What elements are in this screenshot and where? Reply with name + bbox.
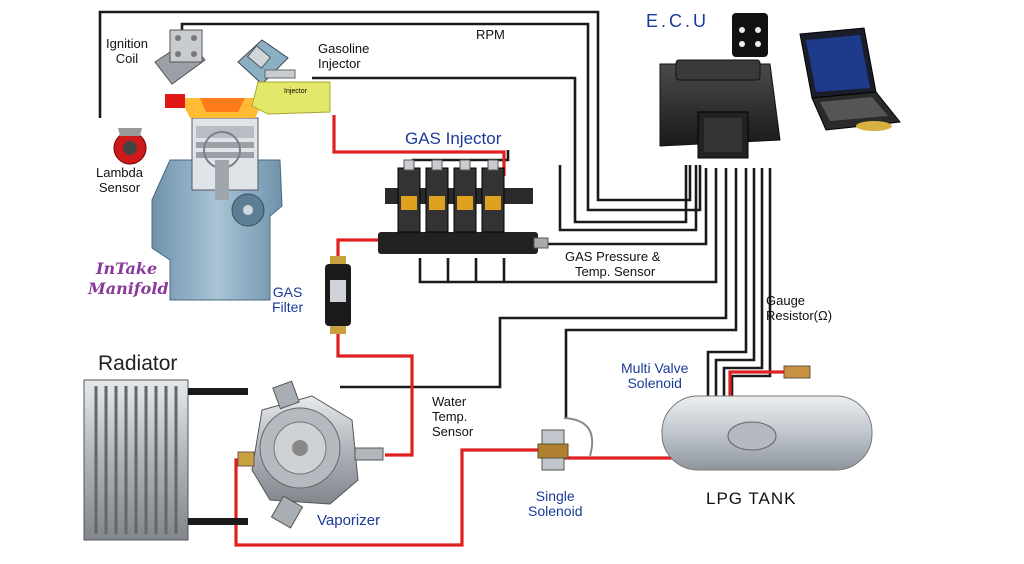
- label-single-solenoid-line2: Solenoid: [528, 503, 583, 519]
- label-gasoline-line1: Gasoline: [318, 41, 370, 56]
- label-water-line1: Water: [432, 394, 467, 409]
- water-temp-wire: [340, 168, 728, 389]
- label-multi-valve-line1: Multi Valve: [621, 360, 689, 376]
- label-ignition-coil-line2: Coil: [115, 51, 139, 66]
- pressure-sensor-wire: [545, 168, 708, 246]
- radiator-illustration: [83, 379, 248, 541]
- line-injector-to-manifold: [332, 115, 506, 176]
- label-intake-line1: InTake: [96, 259, 158, 278]
- label-ignition-coil: Ignition Coil: [106, 36, 148, 66]
- label-lambda-line2: Sensor: [98, 180, 141, 195]
- label-gas-pressure-line1: GAS Pressure &: [565, 249, 661, 264]
- rpm-wire: [98, 10, 692, 202]
- label-vaporizer: Vaporizer: [317, 512, 381, 529]
- label-multi-valve: Multi Valve Solenoid: [621, 361, 688, 391]
- label-gas-filter-line2: Filter: [272, 299, 304, 315]
- label-water-temp: Water Temp. Sensor: [432, 394, 473, 439]
- tank-wire-1: [706, 168, 748, 430]
- label-radiator: Radiator: [98, 352, 178, 375]
- laptop-illustration: [799, 27, 901, 131]
- label-gas-injector: GAS Injector: [405, 129, 502, 148]
- label-gauge-line2: Resistor(Ω): [766, 308, 833, 323]
- label-intake-manifold: InTake Manifold: [88, 259, 169, 299]
- line-filter-to-vaporizer: [336, 330, 414, 457]
- gas-filter: [325, 256, 351, 334]
- label-gas-pressure: GAS Pressure & Temp. Sensor: [565, 249, 660, 279]
- label-gas-filter-line1: GAS: [272, 284, 303, 300]
- label-gasoline-line2: Injector: [318, 56, 361, 71]
- label-water-line3: Sensor: [432, 424, 474, 439]
- label-gas-pressure-line2: Temp. Sensor: [575, 264, 656, 279]
- label-single-solenoid: Single Solenoid: [528, 489, 583, 519]
- label-gasoline-injector: Gasoline Injector: [318, 41, 369, 71]
- label-rpm: RPM: [476, 27, 505, 42]
- engine-illustration: [113, 29, 331, 301]
- ecu-unit: [659, 13, 781, 159]
- label-lpg-tank: LPG TANK: [706, 489, 797, 508]
- label-gauge-line1: Gauge: [766, 293, 806, 308]
- injector-bottom-wires: [418, 168, 718, 284]
- ignition-wire: [180, 22, 702, 212]
- label-gas-filter: GAS Filter: [272, 285, 303, 315]
- label-intake-line2: Manifold: [88, 279, 169, 298]
- single-solenoid-illustration: [537, 417, 594, 471]
- label-lambda-line1: Lambda: [96, 165, 143, 180]
- label-ignition-coil-line1: Ignition: [106, 36, 148, 51]
- lpg-tank-illustration: [661, 365, 873, 471]
- label-lambda-sensor: Lambda Sensor: [96, 165, 143, 195]
- vaporizer-illustration: [237, 380, 384, 529]
- label-ecu: E.C.U: [646, 11, 710, 31]
- label-multi-valve-line2: Solenoid: [627, 375, 682, 391]
- gas-injector-rail: [378, 159, 549, 254]
- label-gauge-resistor: Gauge Resistor(Ω): [766, 293, 832, 323]
- gasoline-injector-wire: [312, 76, 688, 224]
- label-single-solenoid-line1: Single: [535, 488, 575, 504]
- label-water-line2: Temp.: [432, 409, 468, 424]
- line-filter-to-injector: [336, 238, 380, 262]
- single-solenoid-wire: [564, 168, 738, 418]
- label-injector-tag: Injector: [284, 88, 307, 95]
- injector-harness: [558, 165, 698, 232]
